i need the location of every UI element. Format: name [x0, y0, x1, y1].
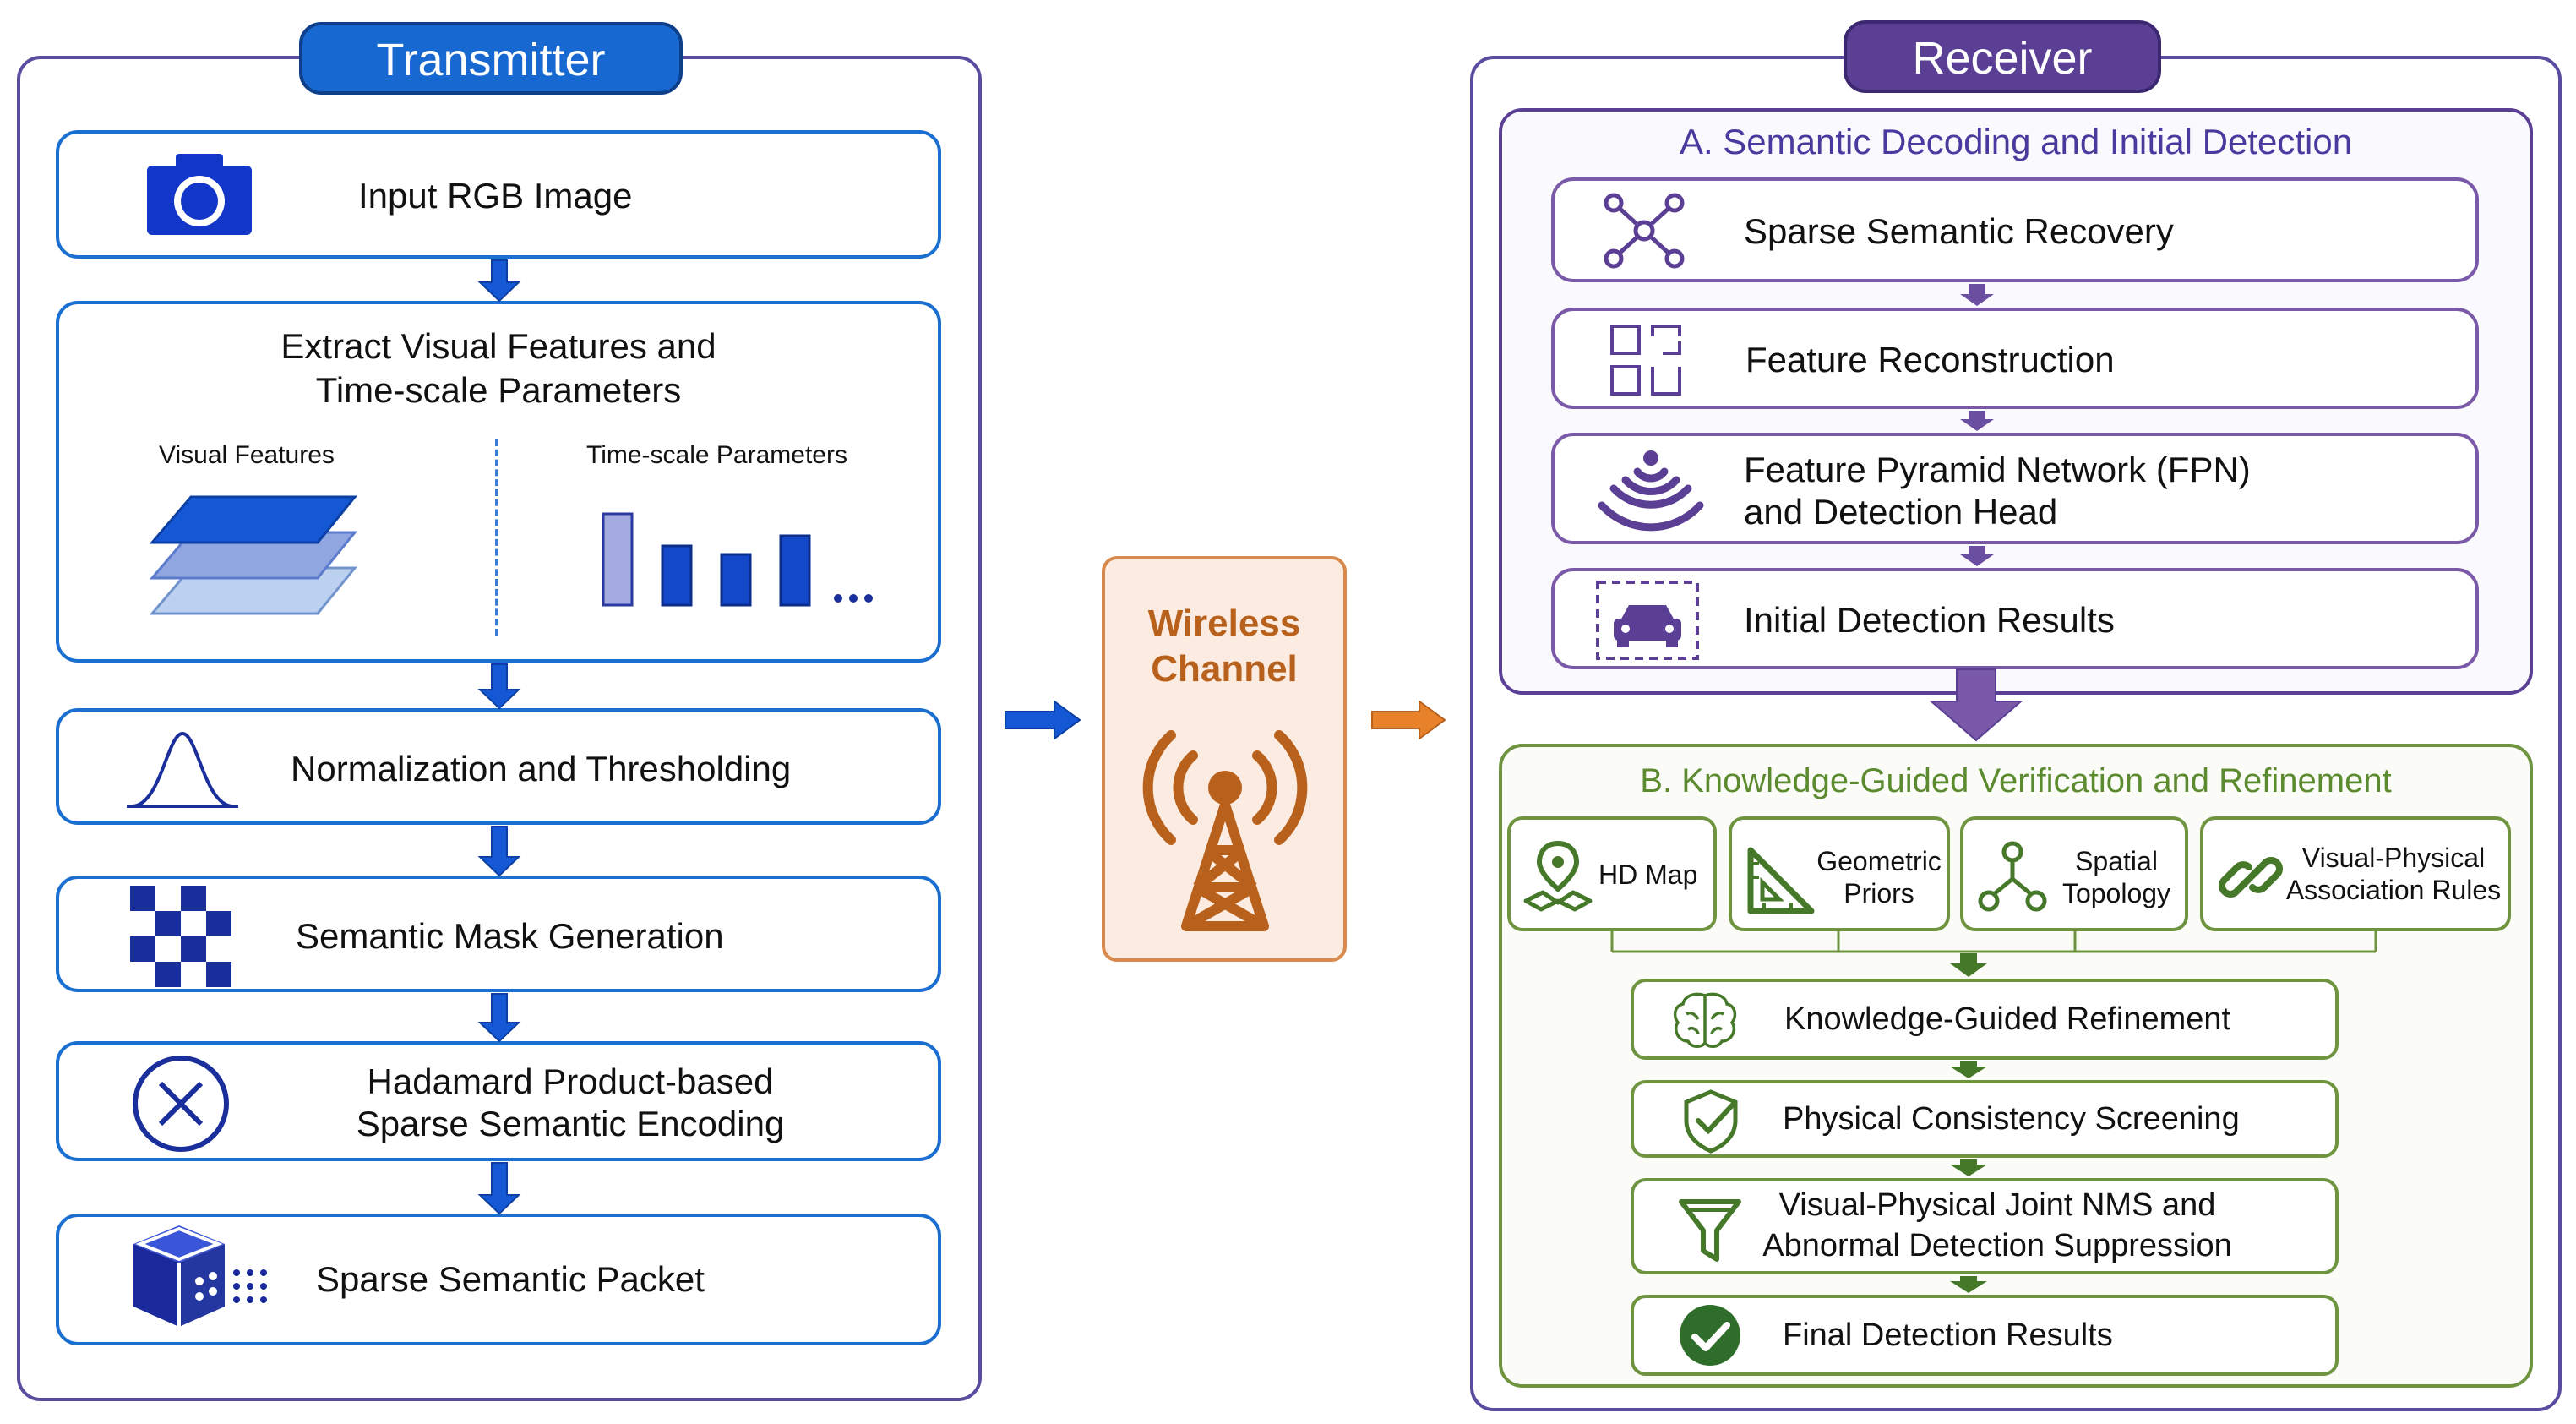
screening-box: Physical Consistency Screening [1631, 1080, 2339, 1158]
receiver-title: Receiver [1844, 20, 2161, 93]
fpn-box: Feature Pyramid Network (FPN) and Detect… [1551, 433, 2479, 544]
recovery-box: Sparse Semantic Recovery [1551, 177, 2479, 282]
channel-line2: Channel [1151, 648, 1298, 690]
fpn-line2: and Detection Head [1744, 492, 2058, 532]
packet-box: Sparse Semantic Packet [56, 1214, 941, 1345]
time-scale-label: Time-scale Parameters [586, 441, 847, 469]
cube-icon [133, 1225, 267, 1327]
final-box: Final Detection Results [1631, 1295, 2339, 1376]
section-a-title: A. Semantic Decoding and Initial Detecti… [1679, 122, 2353, 161]
arrow-to-channel [1005, 700, 1081, 740]
geometric-line1: Geometric [1816, 846, 1942, 876]
fpn-line1: Feature Pyramid Network (FPN) [1744, 450, 2251, 489]
transmitter-title: Transmitter [299, 22, 683, 95]
hd-map-label: HD Map [1598, 859, 1698, 890]
checkerboard-icon [130, 886, 231, 987]
nms-box: Visual-Physical Joint NMS and Abnormal D… [1631, 1178, 2339, 1274]
network-nodes-icon [1604, 193, 1685, 269]
geometric-line2: Priors [1844, 878, 1914, 908]
input-rgb-label: Input RGB Image [358, 176, 633, 216]
refinement-box: Knowledge-Guided Refinement [1631, 979, 2339, 1060]
hadamard-line1: Hadamard Product-based [367, 1061, 774, 1101]
reconstruction-box: Feature Reconstruction [1551, 308, 2479, 409]
mask-box: Semantic Mask Generation [56, 876, 941, 992]
final-label: Final Detection Results [1783, 1318, 2113, 1353]
bar-icon [602, 512, 873, 607]
hadamard-box: Hadamard Product-based Sparse Semantic E… [56, 1041, 941, 1161]
reconstruction-label: Feature Reconstruction [1745, 340, 2115, 379]
funnel-icon [1679, 1199, 1741, 1262]
times-circle-icon [133, 1056, 229, 1152]
normalization-label: Normalization and Thresholding [291, 749, 792, 788]
mask-label: Semantic Mask Generation [296, 916, 724, 956]
link-icon [2219, 857, 2283, 898]
hd-map-box: HD Map [1507, 816, 1717, 931]
extract-features-box: Extract Visual Features and Time-scale P… [56, 301, 941, 663]
normalization-box: Normalization and Thresholding [56, 708, 941, 825]
camera-icon [147, 154, 252, 235]
car-detection-icon [1596, 581, 1699, 660]
bell-curve-icon [127, 731, 238, 808]
channel-box: Wireless Channel [1102, 556, 1347, 962]
pyramid-wave-icon [1598, 450, 1704, 532]
check-circle-icon [1680, 1305, 1740, 1366]
initial-detection-box: Initial Detection Results [1551, 568, 2479, 669]
layers-icon [149, 495, 358, 615]
refinement-label: Knowledge-Guided Refinement [1784, 1001, 2231, 1037]
nms-line2: Abnormal Detection Suppression [1762, 1228, 2232, 1263]
arrow-from-channel [1371, 700, 1446, 740]
antenna-tower-icon [1142, 730, 1308, 931]
channel-line1: Wireless [1147, 603, 1301, 644]
map-pin-icon [1523, 840, 1593, 912]
screening-label: Physical Consistency Screening [1783, 1101, 2240, 1137]
extract-title-line2: Time-scale Parameters [315, 370, 682, 410]
vp-line1: Visual-Physical [2301, 843, 2486, 873]
input-rgb-box: Input RGB Image [56, 130, 941, 259]
spatial-topology-box: Spatial Topology [1960, 816, 2188, 931]
shield-check-icon [1684, 1089, 1738, 1154]
geometric-priors-box: Geometric Priors [1729, 816, 1950, 931]
vp-line2: Association Rules [2285, 875, 2502, 905]
divider-line [495, 439, 498, 636]
initial-detection-label: Initial Detection Results [1744, 600, 2115, 640]
grid-icon [1610, 325, 1681, 396]
association-rules-box: Visual-Physical Association Rules [2200, 816, 2511, 931]
packet-label: Sparse Semantic Packet [316, 1259, 705, 1299]
hadamard-line2: Sparse Semantic Encoding [356, 1104, 785, 1143]
visual-features-label: Visual Features [159, 441, 335, 469]
nms-line1: Visual-Physical Joint NMS and [1778, 1187, 2216, 1223]
extract-title-line1: Extract Visual Features and [280, 326, 716, 366]
spatial-line1: Spatial [2075, 846, 2158, 876]
brain-icon [1673, 992, 1737, 1048]
set-square-icon [1747, 847, 1815, 914]
topology-icon [1978, 841, 2047, 912]
section-b-title: B. Knowledge-Guided Verification and Ref… [1640, 762, 2392, 799]
spatial-line2: Topology [2061, 878, 2171, 908]
recovery-label: Sparse Semantic Recovery [1744, 211, 2174, 251]
